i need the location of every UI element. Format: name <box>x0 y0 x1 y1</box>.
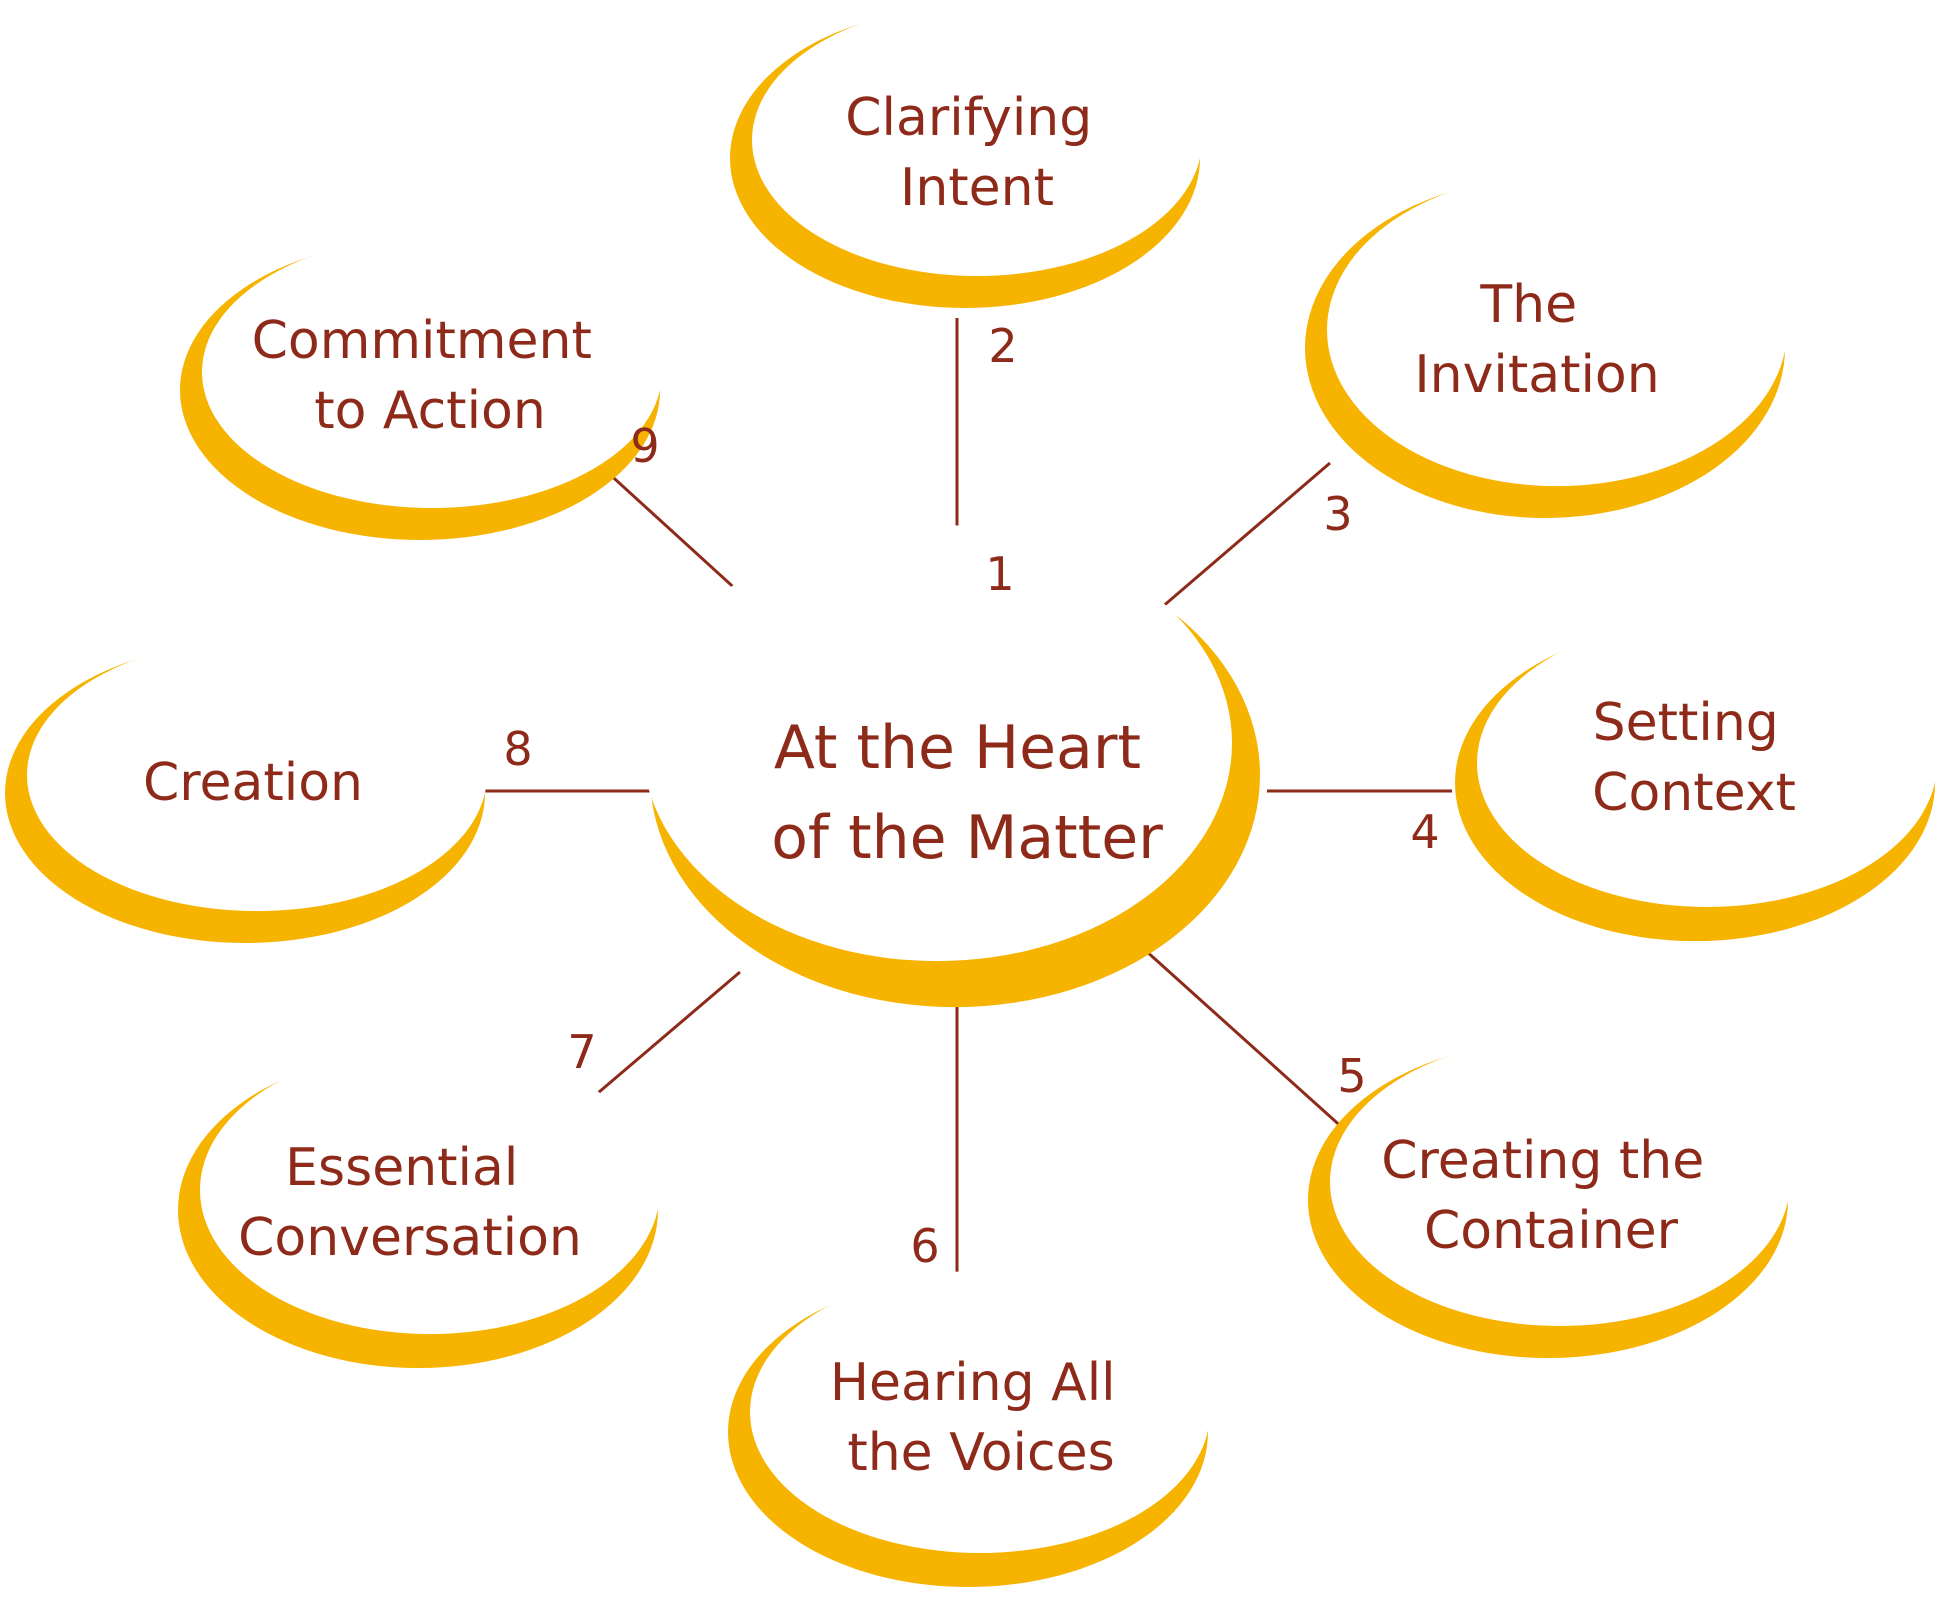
connectors <box>485 318 1452 1272</box>
center-node-disc <box>641 524 1232 962</box>
node-commitment-to-action: Commitment to Action <box>180 236 662 540</box>
node-label-line: Container <box>1424 1201 1679 1261</box>
node-label-line: Essential <box>285 1138 518 1198</box>
node-label: Hearing All the Voices <box>830 1353 1132 1483</box>
node-clarifying-intent: Clarifying Intent <box>730 4 1202 308</box>
connector-center-to-conversation <box>584 970 741 1106</box>
node-hearing-all-the-voices: Hearing All the Voices <box>728 1271 1210 1587</box>
node-label-line: Context <box>1592 763 1796 823</box>
node-label: Creation <box>143 753 363 813</box>
connector-center-to-container <box>1143 948 1347 1132</box>
node-label-line: The <box>1479 275 1577 335</box>
node-disc <box>1330 1038 1790 1326</box>
node-label-line: to Action <box>314 381 546 441</box>
step-number-1: 1 <box>985 547 1014 601</box>
node-label-line: Commitment <box>252 311 592 371</box>
step-number-4: 4 <box>1410 805 1439 859</box>
node-label: Clarifying Intent <box>845 88 1109 218</box>
node-essential-conversation: Essential Conversation <box>178 1045 661 1368</box>
step-number-3: 3 <box>1323 487 1352 541</box>
step-number-7: 7 <box>567 1025 596 1079</box>
node-disc <box>1477 619 1937 907</box>
node-disc <box>199 1045 661 1335</box>
step-number-9: 9 <box>630 419 659 473</box>
node-the-invitation: The Invitation <box>1305 173 1788 518</box>
node-label: Creating the Container <box>1381 1131 1721 1261</box>
node-label-line: Creating the <box>1381 1131 1704 1191</box>
connector-center-to-invitation <box>1139 461 1331 628</box>
step-numbers: 1 2 3 4 5 6 7 8 9 <box>503 319 1439 1273</box>
step-number-8: 8 <box>503 722 532 776</box>
node-label: Setting Context <box>1592 693 1796 823</box>
center-node-label: At the Heart of the Matter <box>771 713 1163 873</box>
node-disc <box>202 236 662 508</box>
node-disc <box>752 4 1202 276</box>
node-label-line: Setting <box>1593 693 1779 753</box>
node-label-line: Hearing All <box>830 1353 1116 1413</box>
node-disc <box>750 1271 1210 1553</box>
node-creating-the-container: Creating the Container <box>1308 1038 1790 1358</box>
node-label-line: Conversation <box>238 1208 582 1268</box>
node-label-line: Intent <box>900 158 1054 218</box>
node-label-line: Invitation <box>1414 345 1659 405</box>
node-creation: Creation <box>5 638 488 943</box>
step-number-5: 5 <box>1337 1049 1366 1103</box>
center-label-line-1: At the Heart <box>774 713 1141 783</box>
step-number-6: 6 <box>910 1219 939 1273</box>
node-label-line: the Voices <box>847 1423 1114 1483</box>
center-node: At the Heart of the Matter <box>641 524 1260 1008</box>
center-label-line-2: of the Matter <box>771 803 1163 873</box>
node-label-line: Creation <box>143 753 363 813</box>
node-label: Essential Conversation <box>238 1138 582 1268</box>
node-disc <box>1326 173 1788 487</box>
step-number-2: 2 <box>988 319 1017 373</box>
node-label-line: Clarifying <box>845 88 1092 148</box>
node-label: The Invitation <box>1414 275 1659 405</box>
node-setting-context: Setting Context <box>1454 619 1937 942</box>
node-label: Commitment to Action <box>252 311 609 441</box>
node-disc <box>26 638 488 912</box>
